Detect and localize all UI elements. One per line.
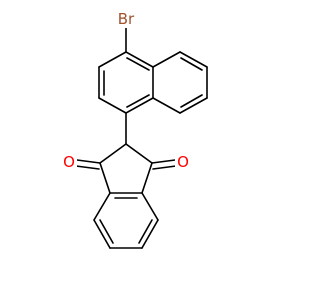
bond [141, 162, 153, 194]
atom-label-br: Br [118, 10, 135, 28]
bond [125, 51, 154, 68]
bond [151, 159, 176, 164]
atom-label-layer: Br O O [61, 10, 191, 172]
bond [98, 97, 127, 114]
bond [152, 165, 177, 170]
bond [76, 159, 101, 164]
bond [179, 51, 208, 68]
atom-oxygen-right: O [175, 153, 191, 172]
atom-label-o-left: O [63, 153, 75, 171]
atom-bromine: Br [114, 10, 138, 28]
bond [141, 192, 159, 221]
bond [93, 192, 111, 221]
bond [98, 51, 127, 68]
bond [99, 162, 111, 194]
bond [93, 219, 111, 249]
bond [126, 57, 150, 71]
atom-oxygen-left: O [61, 153, 77, 172]
bond [180, 94, 203, 108]
bond-layer [75, 26, 208, 249]
bond [138, 219, 153, 244]
atom-label-o-right: O [177, 153, 189, 171]
bond [180, 57, 203, 71]
bond [126, 94, 150, 108]
bond [179, 97, 208, 114]
bond [152, 97, 181, 114]
bond [99, 219, 114, 244]
bond [75, 165, 100, 170]
bond [125, 97, 154, 114]
structure-canvas: Br O O [61, 10, 208, 249]
molecule-diagram: Br O O [61, 10, 208, 249]
bond [152, 51, 181, 68]
bond [125, 143, 153, 164]
bond [141, 219, 159, 249]
bond [99, 143, 127, 164]
